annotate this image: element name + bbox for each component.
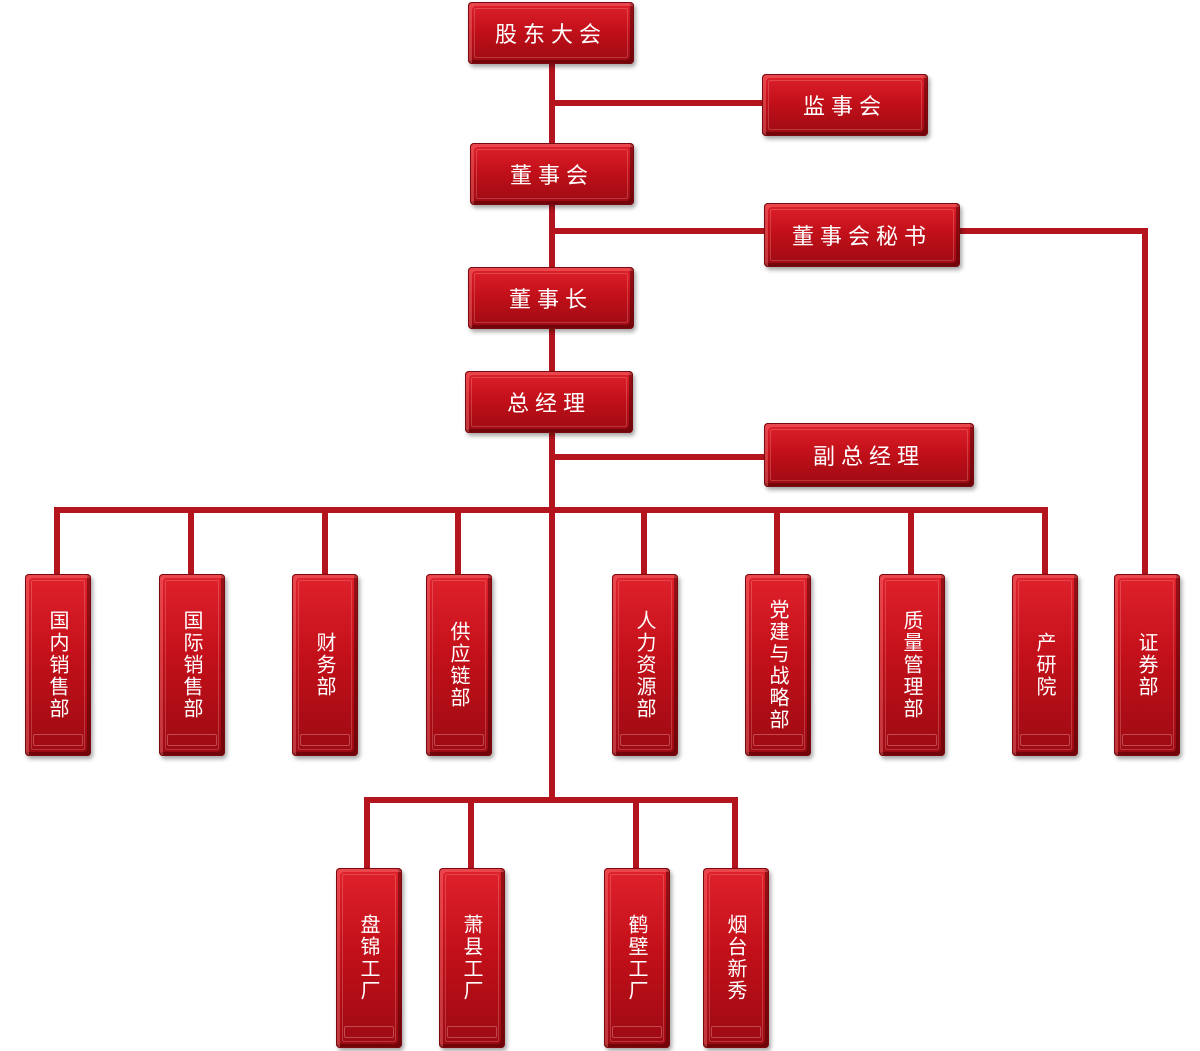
factory-yantai-xinxiu: 烟台新秀 xyxy=(703,868,769,1048)
drop-dept-8 xyxy=(1042,507,1048,577)
department-securities: 证券部 xyxy=(1114,574,1180,756)
factory-xiaoxian: 萧县工厂 xyxy=(439,868,505,1048)
drop-dept-7 xyxy=(908,507,914,577)
drop-dept-6 xyxy=(774,507,780,577)
drop-factory-4 xyxy=(732,797,738,871)
connector-supervisors xyxy=(555,100,765,106)
department-international-sales: 国际销售部 xyxy=(159,574,225,756)
drop-factory-3 xyxy=(633,797,639,871)
connector-secretary xyxy=(555,228,767,234)
drop-factory-2 xyxy=(468,797,474,871)
department-bus xyxy=(54,507,1048,513)
factory-bus xyxy=(364,797,738,803)
board-of-directors-box: 董事会 xyxy=(470,143,634,205)
department-finance: 财务部 xyxy=(292,574,358,756)
connector-securities-drop xyxy=(1142,228,1148,576)
department-party-strategy: 党建与战略部 xyxy=(745,574,811,756)
drop-dept-5 xyxy=(641,507,647,577)
factory-panjin: 盘锦工厂 xyxy=(336,868,402,1048)
drop-dept-2 xyxy=(188,507,194,577)
shareholders-meeting-box: 股东大会 xyxy=(468,2,634,64)
chairman-box: 董事长 xyxy=(468,267,634,329)
department-research-institute: 产研院 xyxy=(1012,574,1078,756)
connector-secretary-right xyxy=(958,228,1148,234)
department-human-resources: 人力资源部 xyxy=(612,574,678,756)
factory-hebi: 鹤壁工厂 xyxy=(604,868,670,1048)
drop-dept-3 xyxy=(322,507,328,577)
drop-factory-1 xyxy=(364,797,370,871)
department-supply-chain: 供应链部 xyxy=(426,574,492,756)
connector-vgm xyxy=(555,454,767,460)
department-quality-management: 质量管理部 xyxy=(879,574,945,756)
general-manager-box: 总经理 xyxy=(465,371,633,433)
drop-dept-1 xyxy=(54,507,60,577)
vice-general-manager-box: 副总经理 xyxy=(764,423,974,487)
supervisory-board-box: 监事会 xyxy=(762,74,928,136)
drop-dept-4 xyxy=(455,507,461,577)
department-domestic-sales: 国内销售部 xyxy=(25,574,91,756)
board-secretary-box: 董事会秘书 xyxy=(764,203,960,267)
